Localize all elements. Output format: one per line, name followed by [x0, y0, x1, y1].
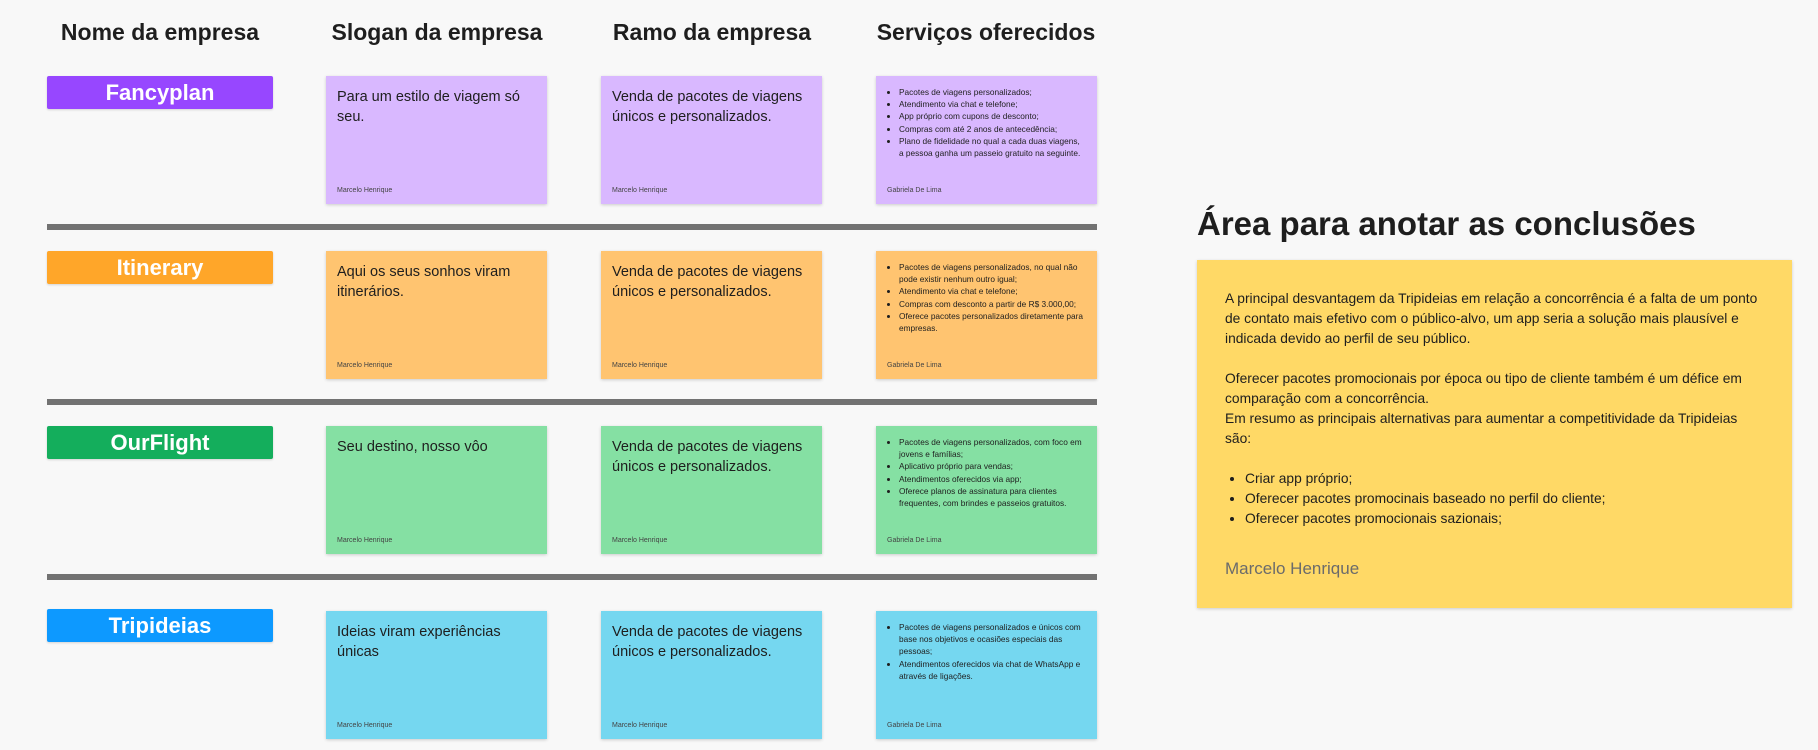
services-list: Pacotes de viagens personalizados, no qu… — [887, 261, 1086, 334]
services-list-item: Aplicativo próprio para vendas; — [899, 460, 1086, 472]
sticky-note-author: Gabriela De Lima — [887, 362, 942, 369]
conclusion-title: Área para anotar as conclusões — [1197, 205, 1696, 242]
conclusion-sticky-note[interactable]: A principal desvantagem da Tripideias em… — [1197, 260, 1792, 608]
conclusion-paragraph: Em resumo as principais alternativas par… — [1225, 411, 1738, 446]
sticky-note-slogan[interactable]: Seu destino, nosso vôo Marcelo Henrique — [326, 426, 547, 554]
sticky-note-services[interactable]: Pacotes de viagens personalizados; Atend… — [876, 76, 1097, 204]
sticky-note-author: Marcelo Henrique — [337, 362, 393, 369]
services-list-item: Pacotes de viagens personalizados e únic… — [899, 621, 1086, 658]
services-list-item: Pacotes de viagens personalizados, com f… — [899, 436, 1086, 460]
sticky-note-text: Aqui os seus sonhos viram itinerários. — [337, 264, 511, 300]
conclusion-paragraph: A principal desvantagem da Tripideias em… — [1225, 291, 1758, 346]
conclusion-list-item: Criar app próprio; — [1245, 469, 1764, 489]
sticky-note-author: Gabriela De Lima — [887, 187, 942, 194]
conclusion-paragraph: Oferecer pacotes promocionais por época … — [1225, 371, 1742, 406]
sticky-note-author: Gabriela De Lima — [887, 537, 942, 544]
services-list-item: Compras com até 2 anos de antecedência; — [899, 123, 1086, 135]
services-list-item: Atendimentos oferecidos via chat de What… — [899, 658, 1086, 682]
sticky-note-branch[interactable]: Venda de pacotes de viagens únicos e per… — [601, 251, 822, 379]
column-header-slogan: Slogan da empresa — [331, 19, 543, 45]
sticky-note-text: Seu destino, nosso vôo — [337, 439, 488, 455]
sticky-note-author: Marcelo Henrique — [612, 722, 668, 729]
sticky-note-author: Marcelo Henrique — [337, 722, 393, 729]
services-list-item: Plano de fidelidade no qual a cada duas … — [899, 135, 1086, 159]
services-list-item: Pacotes de viagens personalizados; — [899, 86, 1086, 98]
services-list-item: Atendimento via chat e telefone; — [899, 285, 1086, 297]
column-header-name: Nome da empresa — [60, 19, 260, 45]
conclusion-list-item: Oferecer pacotes promocionais sazionais; — [1245, 509, 1764, 529]
services-list-item: Oferece planos de assinatura para client… — [899, 485, 1086, 509]
services-list: Pacotes de viagens personalizados, com f… — [887, 436, 1086, 509]
sticky-note-author: Marcelo Henrique — [612, 362, 668, 369]
company-label-fancyplan[interactable]: Fancyplan — [47, 76, 273, 109]
sticky-note-text: Venda de pacotes de viagens únicos e per… — [612, 89, 803, 125]
sticky-note-text: Venda de pacotes de viagens únicos e per… — [612, 624, 803, 660]
column-header-branch: Ramo da empresa — [612, 19, 812, 45]
services-list-item: Atendimentos oferecidos via app; — [899, 473, 1086, 485]
sticky-note-services[interactable]: Pacotes de viagens personalizados, no qu… — [876, 251, 1097, 379]
row-divider — [47, 574, 1097, 580]
conclusion-list-item: Oferecer pacotes promocinais baseado no … — [1245, 489, 1764, 509]
paragraph-spacer — [1225, 349, 1764, 369]
sticky-note-slogan[interactable]: Aqui os seus sonhos viram itinerários. M… — [326, 251, 547, 379]
column-header-services: Serviços oferecidos — [876, 19, 1096, 45]
sticky-note-branch[interactable]: Venda de pacotes de viagens únicos e per… — [601, 611, 822, 739]
sticky-note-author: Marcelo Henrique — [337, 537, 393, 544]
row-divider — [47, 224, 1097, 230]
sticky-note-services[interactable]: Pacotes de viagens personalizados, com f… — [876, 426, 1097, 554]
services-list-item: Pacotes de viagens personalizados, no qu… — [899, 261, 1086, 285]
sticky-note-text: Venda de pacotes de viagens únicos e per… — [612, 264, 803, 300]
company-label-tripideias[interactable]: Tripideias — [47, 609, 273, 642]
sticky-note-branch[interactable]: Venda de pacotes de viagens únicos e per… — [601, 426, 822, 554]
sticky-note-author: Marcelo Henrique — [612, 187, 668, 194]
services-list: Pacotes de viagens personalizados e únic… — [887, 621, 1086, 682]
services-list-item: Atendimento via chat e telefone; — [899, 98, 1086, 110]
services-list-item: Oferece pacotes personalizados diretamen… — [899, 310, 1086, 334]
sticky-note-services[interactable]: Pacotes de viagens personalizados e únic… — [876, 611, 1097, 739]
paragraph-spacer — [1225, 449, 1764, 469]
conclusion-list: Criar app próprio; Oferecer pacotes prom… — [1225, 469, 1764, 529]
sticky-note-branch[interactable]: Venda de pacotes de viagens únicos e per… — [601, 76, 822, 204]
sticky-note-author: Marcelo Henrique — [337, 187, 393, 194]
sticky-note-author: Gabriela De Lima — [887, 722, 942, 729]
services-list: Pacotes de viagens personalizados; Atend… — [887, 86, 1086, 159]
sticky-note-text: Para um estilo de viagem só seu. — [337, 89, 520, 125]
company-label-itinerary[interactable]: Itinerary — [47, 251, 273, 284]
sticky-note-author: Marcelo Henrique — [612, 537, 668, 544]
services-list-item: App próprio com cupons de desconto; — [899, 110, 1086, 122]
sticky-note-slogan[interactable]: Ideias viram experiências únicas Marcelo… — [326, 611, 547, 739]
row-divider — [47, 399, 1097, 405]
company-label-ourflight[interactable]: OurFlight — [47, 426, 273, 459]
sticky-note-text: Venda de pacotes de viagens únicos e per… — [612, 439, 803, 475]
sticky-note-slogan[interactable]: Para um estilo de viagem só seu. Marcelo… — [326, 76, 547, 204]
conclusion-author: Marcelo Henrique — [1225, 559, 1360, 578]
services-list-item: Compras com desconto a partir de R$ 3.00… — [899, 298, 1086, 310]
sticky-note-text: Ideias viram experiências únicas — [337, 624, 501, 660]
